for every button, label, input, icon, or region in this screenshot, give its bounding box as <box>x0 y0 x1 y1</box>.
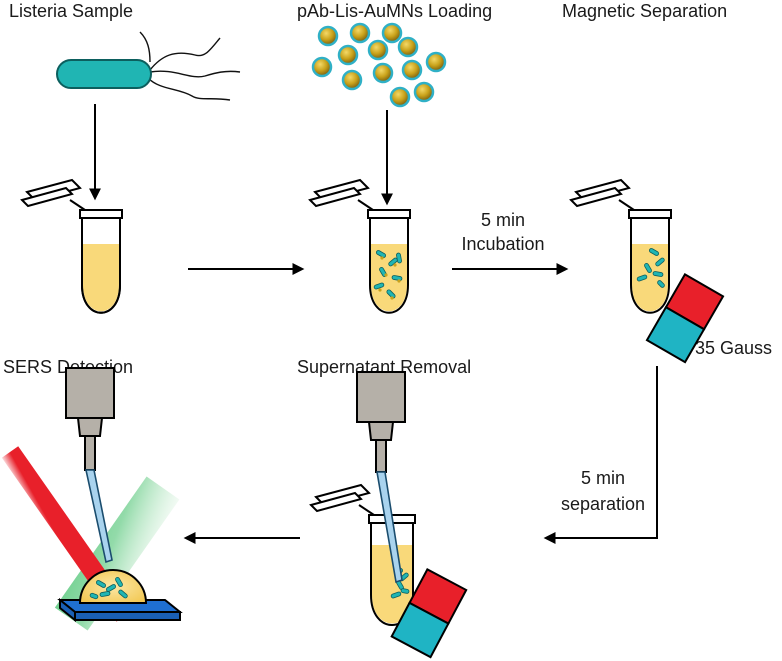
incubation-time-label: 5 min <box>480 210 526 230</box>
sample-droplet <box>78 569 148 604</box>
sers-substrate <box>57 597 183 623</box>
bound-complexes <box>373 250 403 299</box>
tube-magnetic <box>570 179 672 314</box>
gold-nanoparticles <box>311 22 447 108</box>
arrow-separation <box>543 366 658 544</box>
step-label-supernatant-removal: Supernatant Removal <box>297 357 472 377</box>
pipette-supernatant <box>356 371 406 473</box>
gauss-label: 35 Gauss <box>695 338 773 358</box>
separation-label: separation <box>560 494 646 514</box>
tube-sample <box>21 179 123 314</box>
step-label-loading: pAb-Lis-AuMNs Loading <box>297 1 493 21</box>
tube-supernatant <box>310 484 416 626</box>
step-label-listeria-sample: Listeria Sample <box>9 1 134 21</box>
magnet-step3 <box>645 272 725 364</box>
listeria-bacterium <box>56 31 241 101</box>
tube-loading <box>309 179 411 314</box>
incubation-label: Incubation <box>461 234 545 254</box>
separation-time-label: 5 min <box>580 468 626 488</box>
step-label-magnetic-separation: Magnetic Separation <box>562 1 728 21</box>
pipette-detection <box>65 367 115 564</box>
magnet-step4 <box>390 568 468 659</box>
pipette-tip-supernatant <box>376 471 403 584</box>
